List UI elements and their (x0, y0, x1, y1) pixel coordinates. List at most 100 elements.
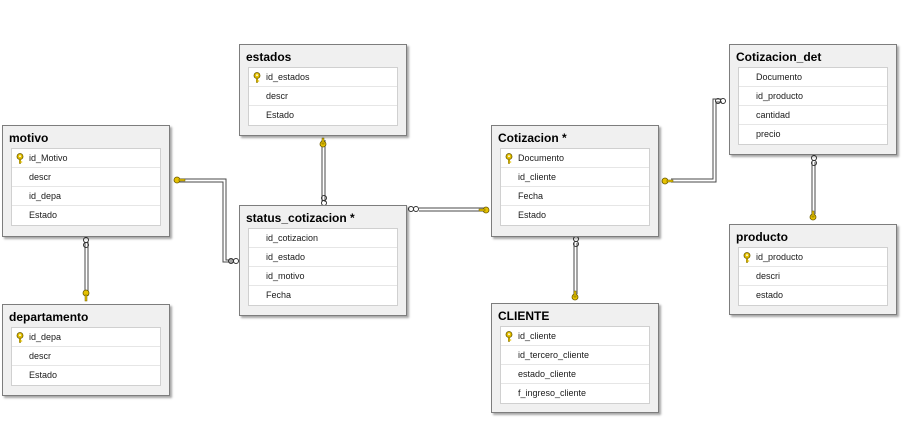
primary-key-icon (505, 331, 513, 342)
many-end-infinity-icon (228, 258, 239, 264)
column-row[interactable]: id_depa (12, 328, 160, 347)
column-row[interactable]: id_cotizacion (249, 229, 397, 248)
column-name: descr (29, 351, 52, 361)
column-row[interactable]: Estado (12, 206, 160, 225)
relationship-cotizacion-cotizacion-det[interactable] (661, 98, 726, 185)
column-name: Fecha (266, 290, 292, 300)
column-name: Estado (518, 210, 547, 220)
column-row[interactable]: descr (12, 168, 160, 187)
primary-key-icon (505, 153, 513, 164)
relationship-estados-status[interactable] (319, 137, 327, 206)
field-list: id_cliente id_tercero_cliente estado_clien… (500, 326, 650, 404)
column-name: id_cliente (518, 331, 557, 341)
many-end-infinity-icon (83, 237, 89, 248)
column-name: id_producto (756, 91, 804, 101)
relationship-producto-cotizacion-det[interactable] (809, 155, 817, 221)
table-title: Cotizacion_det (736, 50, 822, 64)
column-row[interactable]: Fecha (249, 286, 397, 305)
one-end-key-icon (173, 176, 186, 184)
column-row[interactable]: id_producto (739, 248, 887, 267)
column-row[interactable]: Fecha (501, 187, 649, 206)
column-name: id_tercero_cliente (518, 350, 590, 360)
one-end-key-icon (661, 177, 674, 185)
column-row[interactable]: id_cliente (501, 168, 649, 187)
column-row[interactable]: Estado (249, 106, 397, 125)
column-name: id_estado (266, 252, 306, 262)
column-name: descr (29, 172, 52, 182)
column-row[interactable]: Documento (739, 68, 887, 87)
column-name: id_cotizacion (266, 233, 319, 243)
relationship-departamento-motivo[interactable] (82, 237, 90, 302)
one-end-key-icon (319, 137, 327, 148)
column-name: descr (266, 91, 289, 101)
column-name: Documento (756, 72, 803, 82)
column-name: id_depa (29, 191, 62, 201)
column-row[interactable]: id_depa (12, 187, 160, 206)
column-row[interactable]: descri (739, 267, 887, 286)
column-name: id_depa (29, 332, 62, 342)
column-row[interactable]: precio (739, 125, 887, 144)
column-name: Documento (518, 153, 565, 163)
column-row[interactable]: descr (249, 87, 397, 106)
many-end-infinity-icon (408, 206, 419, 212)
relationship-cotizacion-status[interactable] (408, 206, 490, 214)
many-end-infinity-icon (573, 236, 579, 247)
relationship-cliente-cotizacion[interactable] (571, 236, 579, 301)
primary-key-icon (253, 72, 261, 83)
column-row[interactable]: Estado (12, 366, 160, 385)
field-list: Documento id_producto cantidad precio (738, 67, 888, 145)
column-row[interactable]: estado_cliente (501, 365, 649, 384)
relationship-motivo-status[interactable] (173, 176, 239, 264)
column-name: id_Motivo (29, 153, 68, 163)
column-name: id_producto (756, 252, 804, 262)
column-name: estado (756, 290, 784, 300)
column-name: f_ingreso_cliente (518, 388, 587, 398)
one-end-key-icon (82, 289, 90, 302)
column-row[interactable]: cantidad (739, 106, 887, 125)
column-row[interactable]: id_producto (739, 87, 887, 106)
primary-key-icon (16, 153, 24, 164)
column-name: id_cliente (518, 172, 557, 182)
column-row[interactable]: id_estados (249, 68, 397, 87)
column-name: Estado (266, 110, 295, 120)
column-row[interactable]: id_cliente (501, 327, 649, 346)
one-end-key-icon (571, 290, 579, 301)
column-row[interactable]: descr (12, 347, 160, 366)
table-title: motivo (9, 131, 49, 145)
column-row[interactable]: id_tercero_cliente (501, 346, 649, 365)
primary-key-icon (16, 332, 24, 343)
column-row[interactable]: id_estado (249, 248, 397, 267)
column-row[interactable]: Estado (501, 206, 649, 225)
column-row[interactable]: id_motivo (249, 267, 397, 286)
column-name: descri (756, 271, 781, 281)
many-end-infinity-icon (811, 155, 817, 166)
column-name: Estado (29, 210, 58, 220)
column-name: precio (756, 129, 781, 139)
many-end-infinity-icon (715, 98, 726, 104)
one-end-key-icon (478, 206, 490, 214)
column-row[interactable]: id_Motivo (12, 149, 160, 168)
column-name: id_estados (266, 72, 310, 82)
column-name: Estado (29, 370, 58, 380)
column-row[interactable]: Documento (501, 149, 649, 168)
column-row[interactable]: f_ingreso_cliente (501, 384, 649, 403)
column-name: Fecha (518, 191, 544, 201)
column-name: estado_cliente (518, 369, 577, 379)
column-row[interactable]: estado (739, 286, 887, 305)
table-title: CLIENTE (498, 309, 550, 323)
